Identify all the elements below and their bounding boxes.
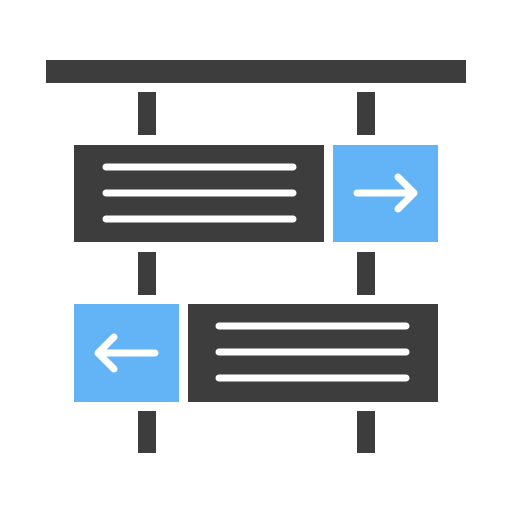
top-crossbar <box>46 60 466 83</box>
sign-bottom <box>74 304 438 402</box>
right-pole-lower <box>357 411 375 453</box>
arrow-left-icon <box>94 333 159 373</box>
left-pole-lower <box>138 411 156 453</box>
left-pole-middle <box>138 252 156 295</box>
right-pole-upper <box>357 92 375 135</box>
right-pole-middle <box>357 252 375 295</box>
left-pole-upper <box>138 92 156 135</box>
sign-top <box>74 145 438 242</box>
arrow-right-icon <box>353 173 418 213</box>
